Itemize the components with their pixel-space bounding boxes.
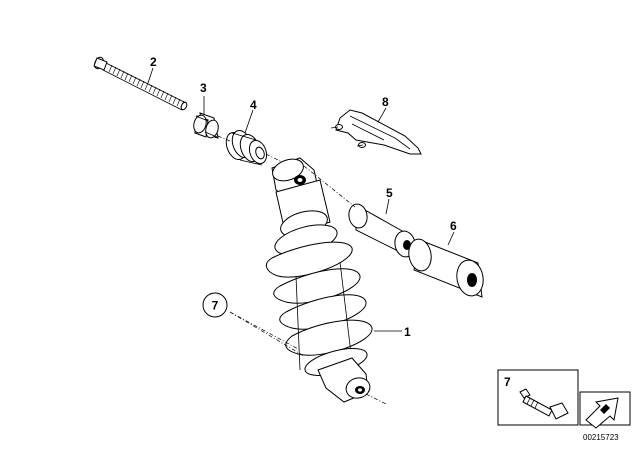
bushing-part-4[interactable] xyxy=(223,128,270,166)
callout-1: 1 xyxy=(404,325,411,339)
bolt-part-2[interactable] xyxy=(93,56,188,111)
callout-6: 6 xyxy=(450,219,457,233)
callout-4: 4 xyxy=(250,98,257,112)
inset-box-part-7[interactable]: 7 xyxy=(497,369,579,426)
reference-number: 00215723 xyxy=(583,433,619,442)
direction-arrow-box xyxy=(579,391,631,429)
inset-label-7: 7 xyxy=(504,375,511,389)
callout-5: 5 xyxy=(386,186,393,200)
bracket-part-8[interactable] xyxy=(330,109,422,155)
callout-3: 3 xyxy=(200,81,207,95)
small-bolt-icon xyxy=(519,388,569,420)
callout-8: 8 xyxy=(382,95,389,109)
sleeve-part-3[interactable] xyxy=(192,112,220,139)
direction-arrow-icon xyxy=(585,397,619,429)
sleeve-part-6[interactable] xyxy=(406,237,486,298)
callout-7: 7 xyxy=(212,299,219,313)
callout-7-circle: 7 xyxy=(202,292,228,318)
shock-absorber-part-1[interactable] xyxy=(265,155,373,403)
sleeve-part-5[interactable] xyxy=(347,203,417,259)
leader-lines xyxy=(147,67,455,405)
callout-2: 2 xyxy=(150,55,157,69)
